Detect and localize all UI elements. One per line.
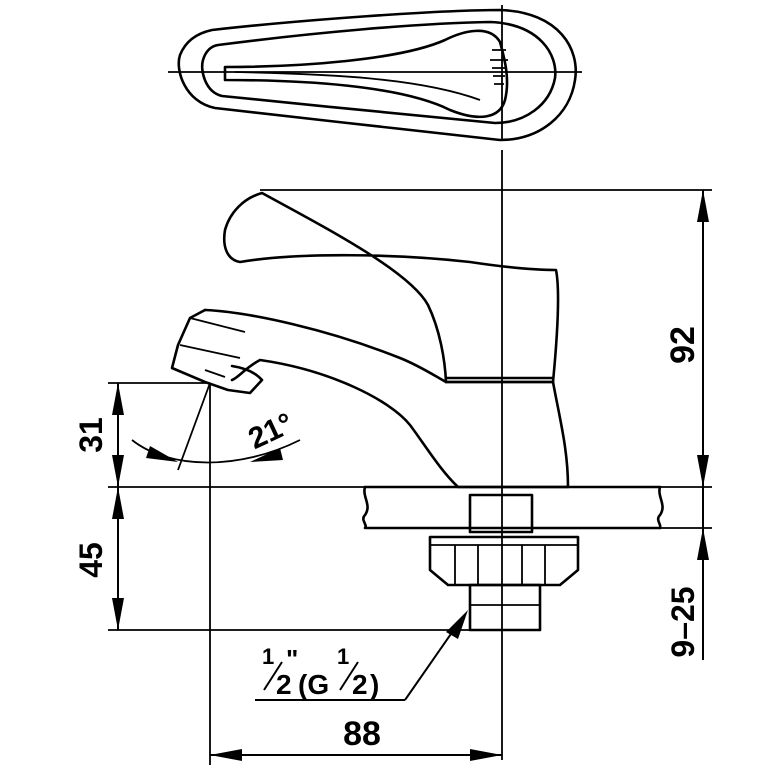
dim-92-label: 92 (664, 326, 702, 364)
side-view (170, 150, 664, 760)
top-view-outer-outline (177, 8, 578, 142)
thread-frac-slash (263, 661, 283, 691)
dim-counter-arrow (697, 528, 709, 560)
side-view-shank (468, 493, 534, 534)
dim-45-arrow-bottom (112, 598, 124, 630)
side-view-countertop (362, 485, 664, 530)
thread-inch-mark: " (286, 644, 298, 674)
dim-88-arrow-right (470, 749, 502, 761)
dim-31-label: 31 (73, 417, 109, 453)
dim-45-label: 45 (73, 542, 109, 578)
dim-88-label: 88 (343, 715, 381, 753)
dim-counter-label: 9–25 (665, 586, 701, 657)
angle-arrow-left (146, 446, 178, 462)
side-view-spout-tip (170, 308, 264, 395)
side-view-mounting-nut (428, 535, 580, 587)
dim-92-arrow-top (697, 190, 709, 222)
dim-88-arrow-left (210, 749, 242, 761)
side-view-nut-faces (430, 544, 578, 585)
thread-open-g: (G (298, 669, 329, 700)
thread-frac-den: 2 (276, 669, 292, 700)
dim-92-arrow-bottom (697, 455, 709, 487)
top-view-lever-blade (223, 29, 509, 119)
top-view-inner-outline (200, 20, 557, 125)
angle-leg (177, 382, 211, 471)
dim-45-arrow-top (112, 487, 124, 519)
thread-frac-num: 1 (262, 644, 274, 669)
side-view-inlet-connector (468, 583, 542, 632)
angle-label: 21° (243, 407, 298, 456)
top-view (168, 5, 582, 142)
thread-frac2-den: 2 (352, 669, 368, 700)
thread-frac2-num: 1 (337, 644, 349, 669)
side-view-spout-edge (179, 317, 246, 378)
side-view-handle-lever (222, 191, 560, 384)
dimension-lines: 92 9–25 31 45 88 21° (73, 189, 712, 765)
dim-31-arrow-top (112, 383, 124, 415)
thread-size-label: 1 2 " (G 1 2 ) (262, 644, 379, 700)
thread-leader-arrow (446, 610, 468, 639)
dim-31-arrow-bottom (112, 455, 124, 487)
thread-frac2-slash (339, 661, 359, 691)
angle-arrow-right (250, 448, 283, 462)
side-view-spout (203, 308, 448, 384)
thread-close: ) (370, 669, 379, 700)
side-view-body (230, 358, 570, 489)
top-view-logo-mark (490, 49, 508, 85)
